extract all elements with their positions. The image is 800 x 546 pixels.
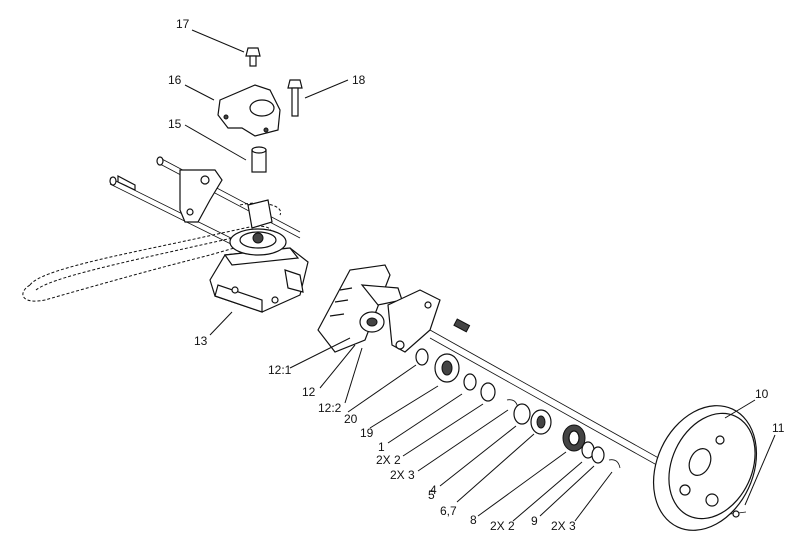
callout-8: 8: [470, 513, 477, 527]
cover-plate: [217, 84, 281, 137]
callout-20: 20: [344, 412, 358, 426]
callout-2x2-b: 2X 2: [490, 519, 515, 533]
shift-lever-assembly: [317, 264, 441, 353]
callout-17: 17: [176, 17, 190, 31]
callout-9: 9: [531, 514, 538, 528]
callout-13: 13: [194, 334, 208, 348]
callout-2x3-a: 2X 3: [390, 468, 415, 482]
callout-12: 12: [302, 385, 316, 399]
callout-12-2: 12:2: [318, 401, 342, 415]
callout-18: 18: [352, 73, 366, 87]
callout-15: 15: [168, 117, 182, 131]
callout-labels: 17 16 18 15 13 12:1 12 12:2 20 19 1 2X 2…: [168, 17, 785, 533]
callout-19: 19: [360, 426, 374, 440]
callout-5: 5: [428, 488, 435, 502]
callout-6-7: 6,7: [440, 504, 457, 518]
screw-17: [245, 47, 261, 67]
bolt-11: [729, 510, 747, 518]
callout-16: 16: [168, 73, 182, 87]
callout-12-1: 12:1: [268, 363, 292, 377]
callout-2x2-a: 2X 2: [376, 453, 401, 467]
small-parts: [415, 348, 621, 469]
spacer-15: [251, 146, 267, 173]
callout-1: 1: [378, 440, 385, 454]
callout-10: 10: [755, 387, 769, 401]
callout-2x3-b: 2X 3: [551, 519, 576, 533]
gearbox: [209, 199, 309, 313]
callout-4: 4: [430, 483, 437, 497]
wheel-pulley: [652, 405, 758, 531]
transmission-shafts: [109, 156, 681, 479]
mounting-bracket: [179, 169, 223, 223]
screw-18: [287, 79, 303, 117]
leader-lines: [184, 29, 776, 522]
callout-11: 11: [772, 421, 785, 435]
